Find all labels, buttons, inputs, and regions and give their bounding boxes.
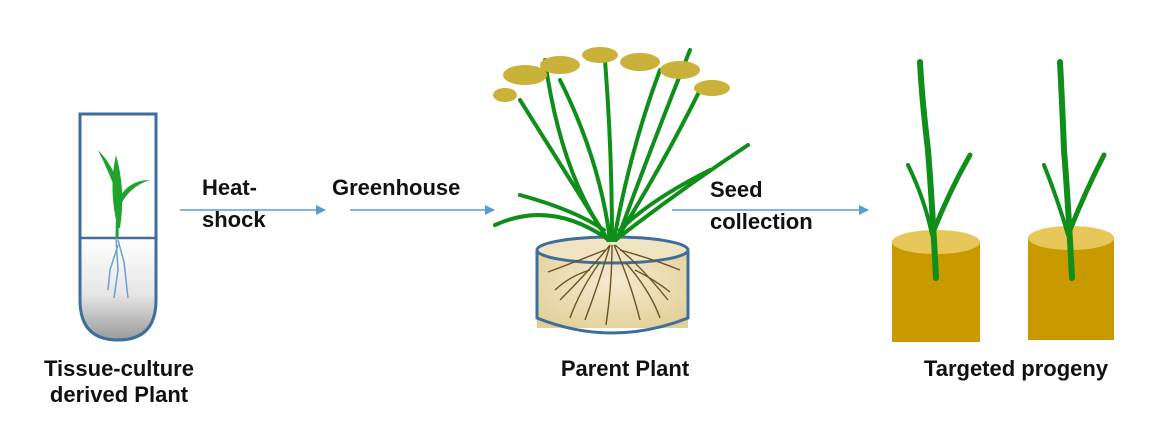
tissue-culture-line2: derived Plant bbox=[49, 382, 189, 407]
parent-plant-pot bbox=[535, 235, 690, 335]
tissue-culture-label: Tissue-culture derived Plant bbox=[28, 356, 210, 408]
parent-plant-label: Parent Plant bbox=[560, 356, 690, 381]
progeny-pot-1 bbox=[892, 59, 980, 342]
targeted-progeny-label: Targeted progeny bbox=[923, 356, 1109, 381]
seed-collection-line1: Seed bbox=[710, 177, 763, 202]
panicle-icon bbox=[493, 47, 730, 102]
heat-shock-line1: Heat- bbox=[202, 175, 258, 200]
heat-shock-line2: shock bbox=[202, 207, 266, 232]
seed-collection-label: Seed collection bbox=[710, 177, 813, 235]
progeny-seedling-1-icon bbox=[906, 59, 973, 281]
greenhouse-label: Greenhouse bbox=[332, 175, 461, 200]
seed-collection-line2: collection bbox=[710, 209, 813, 234]
progeny-seedling-2-icon bbox=[1042, 59, 1107, 281]
progeny-pot-2 bbox=[1028, 59, 1114, 340]
roots-icon bbox=[547, 244, 681, 326]
seedling-icon bbox=[98, 150, 150, 299]
tissue-culture-line1: Tissue-culture bbox=[44, 356, 194, 381]
rice-plant-icon bbox=[493, 47, 750, 242]
heat-shock-label: Heat- shock bbox=[202, 175, 266, 233]
